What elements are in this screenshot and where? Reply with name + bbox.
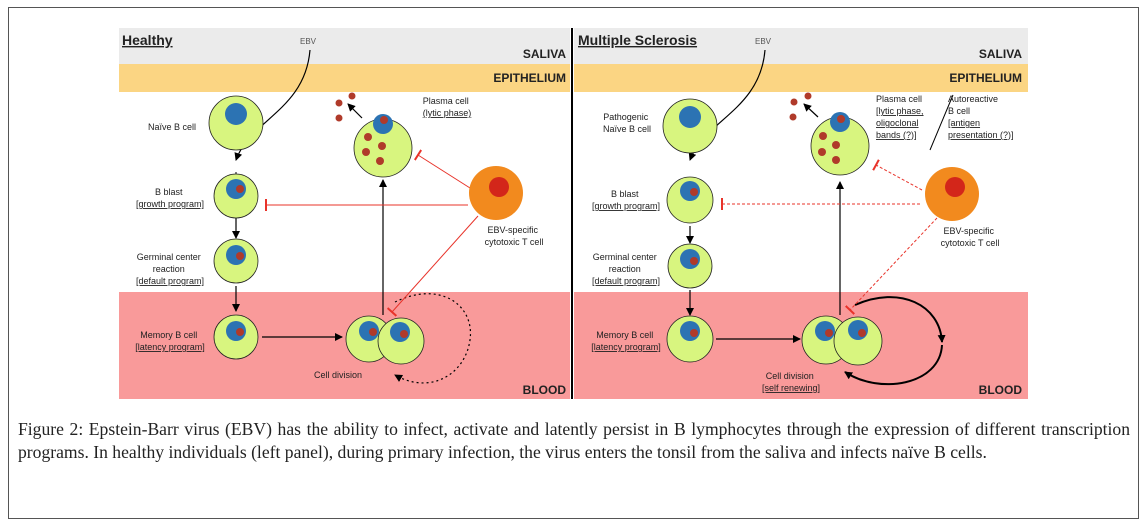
cell-division-label: Cell division [self renewing]	[762, 371, 820, 393]
epithelium-label: EPITHELIUM	[493, 71, 566, 85]
division-cycle-arrow	[394, 293, 472, 384]
inhibit-plasma	[413, 149, 471, 189]
cell-division-label: Cell division	[314, 370, 362, 380]
germinal-center-cell	[213, 238, 259, 284]
dividing-cells	[345, 315, 425, 365]
germinal-center-cell	[667, 243, 713, 289]
plasma-cell-label: Plasma cell (lytic phase)	[423, 96, 472, 118]
panel-title: Multiple Sclerosis	[578, 32, 697, 48]
self-renewal-arrow-bottom	[844, 344, 943, 386]
diagram: Healthy SALIVA EPITHELIUM BLOOD EBV Naïv…	[119, 28, 1028, 399]
autoreactive-divider	[929, 94, 954, 151]
naive-b-cell-label: Pathogenic Naïve B cell	[603, 112, 651, 134]
caption-label: Figure 2:	[18, 419, 84, 439]
self-renewal-arrow-top	[854, 296, 946, 343]
memory-b-cell	[213, 314, 259, 360]
cytotoxic-t-cell	[469, 166, 523, 220]
epithelium-band	[119, 64, 570, 92]
epithelium-band	[574, 64, 1028, 92]
naive-b-cell	[208, 95, 264, 151]
released-virions	[789, 92, 812, 121]
memory-b-cell	[666, 315, 714, 363]
cytotoxic-t-cell	[925, 167, 979, 221]
ebv-label: EBV	[300, 37, 317, 46]
plasma-release-arrow	[803, 103, 819, 118]
saliva-label: SALIVA	[979, 47, 1022, 61]
b-blast-label: B blast [growth program]	[592, 189, 660, 211]
panel-title: Healthy	[122, 32, 173, 48]
b-blast-cell	[666, 176, 714, 224]
memory-b-cell-label: Memory B cell [latency program]	[135, 330, 205, 352]
germinal-center-label: Germinal center reaction [default progra…	[136, 252, 204, 286]
caption-text: Epstein-Barr virus (EBV) has the ability…	[18, 419, 1130, 462]
autoreactive-b-cell-label: Autoreactive B cell [antigen presentatio…	[948, 94, 1014, 140]
saliva-band	[574, 28, 1028, 64]
t-cell-label: EBV-specific cytotoxic T cell	[485, 225, 544, 247]
saliva-band	[119, 28, 570, 64]
dividing-cells	[801, 315, 883, 366]
blood-label: BLOOD	[979, 383, 1023, 397]
right-panel: Multiple Sclerosis SALIVA EPITHELIUM BLO…	[574, 28, 1028, 399]
germinal-center-label: Germinal center reaction [default progra…	[592, 252, 660, 286]
memory-b-cell-label: Memory B cell [latency program]	[591, 330, 661, 352]
blood-label: BLOOD	[523, 383, 567, 397]
b-blast-cell	[213, 173, 259, 219]
figure-frame	[8, 7, 1139, 519]
plasma-cell	[810, 112, 870, 176]
inhibit-division	[386, 215, 479, 317]
inhibit-division	[844, 217, 938, 315]
saliva-label: SALIVA	[523, 47, 566, 61]
blood-band	[119, 292, 570, 399]
b-blast-label: B blast [growth program]	[136, 187, 204, 209]
t-cell-label: EBV-specific cytotoxic T cell	[941, 226, 1000, 248]
plasma-cell-label: Plasma cell [lytic phase, oligoclonal ba…	[876, 94, 926, 140]
plasma-cell	[353, 114, 413, 178]
released-virions	[335, 92, 356, 122]
figure-caption: Figure 2: Epstein-Barr virus (EBV) has t…	[18, 418, 1130, 464]
inhibit-plasma	[872, 159, 923, 191]
ebv-label: EBV	[755, 37, 772, 46]
naive-b-cell	[662, 98, 718, 154]
naive-b-cell-label: Naïve B cell	[148, 122, 196, 132]
left-panel: Healthy SALIVA EPITHELIUM BLOOD EBV Naïv…	[119, 28, 570, 399]
epithelium-label: EPITHELIUM	[949, 71, 1022, 85]
blood-band	[574, 292, 1028, 399]
plasma-release-arrow	[347, 103, 363, 119]
